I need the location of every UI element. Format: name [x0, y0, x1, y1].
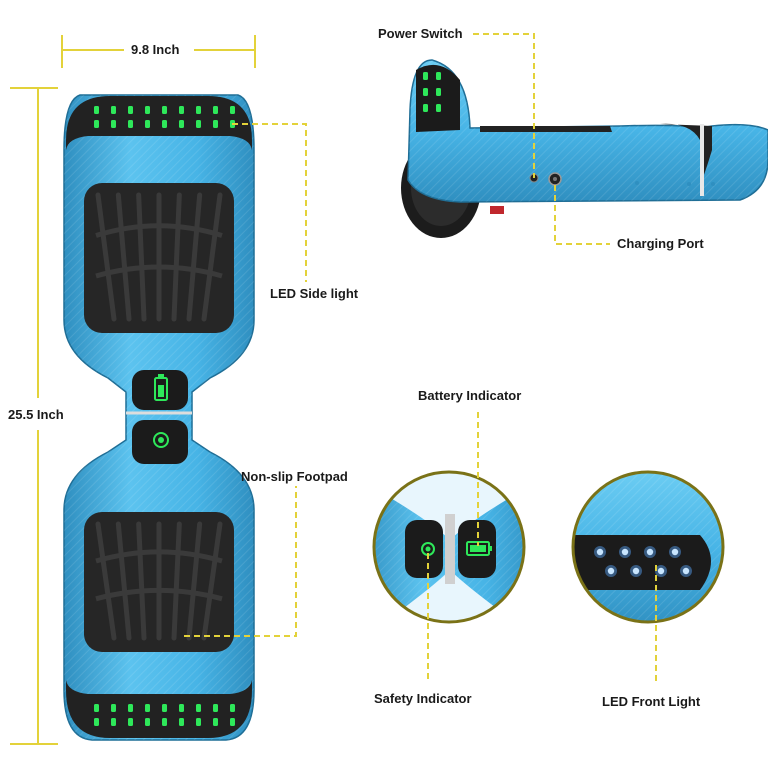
footpad-ridge: [115, 192, 132, 322]
footpad-ridge: [95, 521, 117, 641]
battery-icon: [154, 374, 168, 401]
front-light-detail-lens: [571, 470, 725, 624]
led-dot: [436, 72, 441, 80]
callout-lines: [184, 33, 657, 685]
led-dot: [671, 548, 679, 556]
led-dot: [436, 104, 441, 112]
charging-port-label: Charging Port: [617, 236, 704, 251]
rear-footpad-ridges: [95, 521, 223, 641]
led-dot: [196, 120, 201, 128]
led-dot: [128, 120, 133, 128]
led-dot: [423, 104, 428, 112]
led-dot: [111, 120, 116, 128]
footpad-ridge: [136, 192, 147, 322]
safety-indicator-label: Safety Indicator: [374, 691, 472, 706]
led-side-light-label: LED Side light: [270, 286, 359, 301]
footpad-ridge: [171, 192, 182, 322]
battery-indicator-label: Battery Indicator: [418, 388, 522, 403]
led-dot: [128, 718, 133, 726]
footpad-ridge: [115, 521, 132, 641]
power-indicator-icon: [153, 432, 169, 448]
led-dot: [145, 704, 150, 712]
footpad-ridge: [136, 521, 147, 641]
led-dot: [230, 718, 235, 726]
footpad-ridge: [95, 264, 223, 279]
led-dot: [162, 704, 167, 712]
led-dot: [94, 106, 99, 114]
footpad-ridge: [201, 521, 223, 641]
width-dimension: [61, 35, 256, 68]
led-dot: [596, 548, 604, 556]
led-dot: [230, 106, 235, 114]
width-label: 9.8 Inch: [131, 42, 180, 57]
led-dot: [145, 106, 150, 114]
led-dot: [646, 548, 654, 556]
led-dot: [162, 106, 167, 114]
led-front-light-label: LED Front Light: [602, 694, 701, 709]
footpad-ridge: [171, 521, 182, 641]
top-bumper-leds: [94, 106, 235, 128]
front-footpad-ridges: [95, 192, 223, 322]
led-dot: [94, 120, 99, 128]
footpad-ridge: [95, 587, 223, 602]
bottom-bumper-leds: [94, 704, 235, 726]
led-dot: [423, 88, 428, 96]
led-dot: [657, 567, 665, 575]
led-dot: [436, 88, 441, 96]
hoverboard-top-view: [63, 94, 255, 741]
led-dot: [230, 704, 235, 712]
side-view-leds: [423, 72, 441, 112]
led-dot: [213, 718, 218, 726]
led-dot: [128, 106, 133, 114]
footpad-ridge: [186, 192, 203, 322]
led-dot: [179, 106, 184, 114]
led-dot: [145, 718, 150, 726]
led-dot: [196, 106, 201, 114]
led-dot: [94, 704, 99, 712]
footpad-ridge: [186, 521, 203, 641]
length-dimension: [10, 87, 58, 745]
footpad-ridge: [95, 223, 223, 238]
footpad-ridge: [95, 549, 223, 564]
footpad-ridge: [201, 192, 223, 322]
led-dot: [128, 704, 133, 712]
led-dot: [179, 704, 184, 712]
led-dot: [179, 120, 184, 128]
led-dot: [196, 718, 201, 726]
led-dot: [162, 718, 167, 726]
led-dot: [196, 704, 201, 712]
led-dot: [111, 718, 116, 726]
led-dot: [607, 567, 615, 575]
led-dot: [111, 704, 116, 712]
front-light-leds: [594, 546, 692, 577]
led-dot: [94, 718, 99, 726]
led-dot: [213, 120, 218, 128]
led-dot: [213, 106, 218, 114]
led-dot: [179, 718, 184, 726]
led-dot: [111, 106, 116, 114]
console-detail-lens: [372, 470, 526, 624]
led-dot: [621, 548, 629, 556]
power-switch-label: Power Switch: [378, 26, 463, 41]
footpad-ridge: [95, 192, 117, 322]
led-dot: [682, 567, 690, 575]
led-dot: [423, 72, 428, 80]
led-dot: [162, 120, 167, 128]
led-dot: [632, 567, 640, 575]
hoverboard-side-view: [401, 59, 768, 238]
length-label: 25.5 Inch: [8, 407, 64, 422]
led-dot: [213, 704, 218, 712]
led-dot: [145, 120, 150, 128]
non-slip-footpad-label: Non-slip Footpad: [241, 469, 348, 484]
